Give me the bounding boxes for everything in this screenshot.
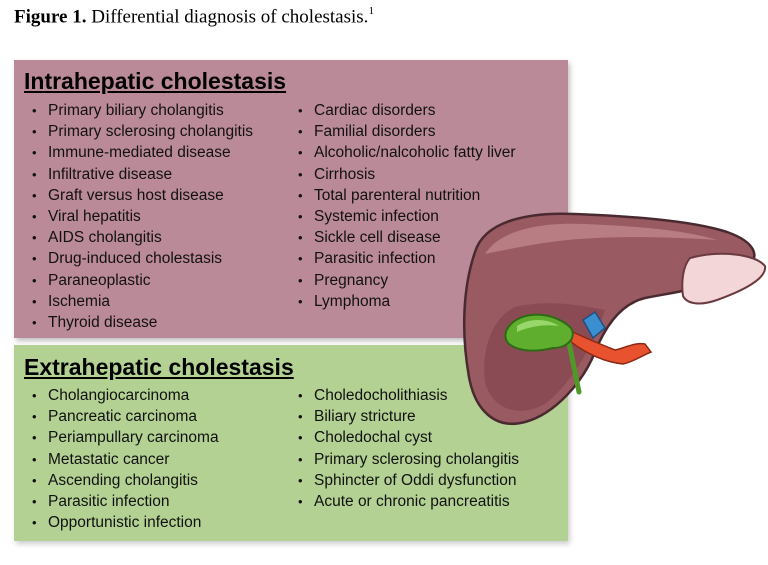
list-item: Graft versus host disease <box>24 185 253 206</box>
intrahepatic-right-list: Cardiac disordersFamilial disordersAlcoh… <box>290 100 516 312</box>
figure-reference: 1 <box>368 5 374 17</box>
liver-highlight <box>485 223 717 254</box>
extrahepatic-box: Extrahepatic cholestasis Cholangiocarcin… <box>14 345 568 541</box>
list-item: Infiltrative disease <box>24 164 253 185</box>
list-item: Primary biliary cholangitis <box>24 100 253 121</box>
list-item: Cirrhosis <box>290 164 516 185</box>
list-item: Alcoholic/nalcoholic fatty liver <box>290 142 516 163</box>
intrahepatic-box: Intrahepatic cholestasis Primary biliary… <box>14 60 568 338</box>
list-item: Ascending cholangitis <box>24 470 219 491</box>
list-item: Periampullary carcinoma <box>24 427 219 448</box>
list-item: Immune-mediated disease <box>24 142 253 163</box>
list-item: Acute or chronic pancreatitis <box>290 491 519 512</box>
list-item: Pregnancy <box>290 270 516 291</box>
list-item: Familial disorders <box>290 121 516 142</box>
gallbladder-highlight <box>517 320 559 332</box>
list-item: Sickle cell disease <box>290 227 516 248</box>
list-item: Primary sclerosing cholangitis <box>24 121 253 142</box>
intrahepatic-title: Intrahepatic cholestasis <box>24 68 287 94</box>
list-item: Lymphoma <box>290 291 516 312</box>
list-item: Metastatic cancer <box>24 449 219 470</box>
extrahepatic-right-list: CholedocholithiasisBiliary strictureChol… <box>290 385 519 512</box>
figure-label: Figure 1. <box>14 6 87 28</box>
list-item: Ischemia <box>24 291 253 312</box>
list-item: Cardiac disorders <box>290 100 516 121</box>
list-item: Drug-induced cholestasis <box>24 248 253 269</box>
list-item: Parasitic infection <box>24 491 219 512</box>
hepatic-artery <box>570 330 653 365</box>
list-item: Total parenteral nutrition <box>290 185 516 206</box>
list-item: Primary sclerosing cholangitis <box>290 449 519 470</box>
list-item: Opportunistic infection <box>24 512 219 533</box>
list-item: Thyroid disease <box>24 312 253 333</box>
list-item: Biliary stricture <box>290 406 519 427</box>
extrahepatic-left-list: CholangiocarcinomaPancreatic carcinomaPe… <box>24 385 219 534</box>
extrahepatic-title: Extrahepatic cholestasis <box>24 354 294 380</box>
list-item: Viral hepatitis <box>24 206 253 227</box>
list-item: AIDS cholangitis <box>24 227 253 248</box>
list-item: Sphincter of Oddi dysfunction <box>290 470 519 491</box>
list-item: Cholangiocarcinoma <box>24 385 219 406</box>
list-item: Parasitic infection <box>290 248 516 269</box>
list-item: Pancreatic carcinoma <box>24 406 219 427</box>
list-item: Systemic infection <box>290 206 516 227</box>
figure-title: Figure 1. Differential diagnosis of chol… <box>14 5 374 28</box>
liver-icon <box>462 212 767 425</box>
portal-vein <box>582 310 606 340</box>
list-item: Paraneoplastic <box>24 270 253 291</box>
intrahepatic-left-list: Primary biliary cholangitisPrimary scler… <box>24 100 253 333</box>
list-item: Choledochal cyst <box>290 427 519 448</box>
liver-left-lobe <box>681 252 767 305</box>
figure-caption: Differential diagnosis of cholestasis. <box>91 6 369 28</box>
list-item: Choledocholithiasis <box>290 385 519 406</box>
